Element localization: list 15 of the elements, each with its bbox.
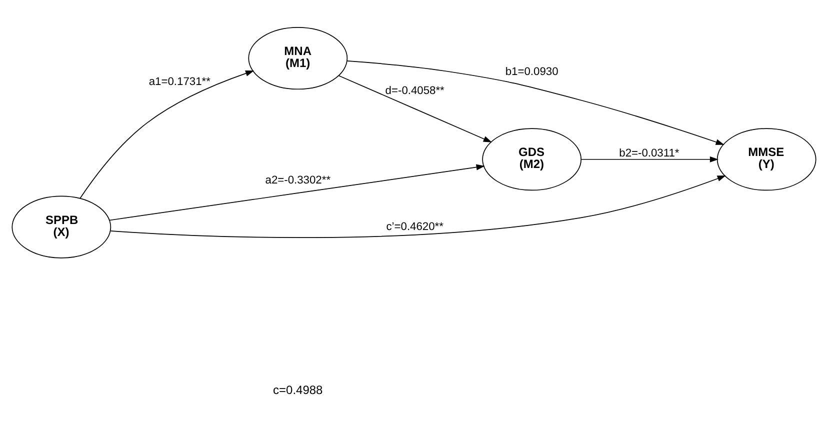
edge-label: a1=0.1731** <box>148 76 210 88</box>
label: c=0.4988 <box>273 382 323 397</box>
edge-label: b2=-0.0311* <box>619 147 680 160</box>
edge-label: c’=0.4620** <box>386 220 444 233</box>
node-ellipse: MNA (M1) <box>248 27 348 90</box>
edge-label: b1=0.0930 <box>505 66 558 78</box>
arrow <box>338 75 492 142</box>
node-ellipse: SPPB (X) <box>12 196 112 258</box>
arrow <box>580 156 718 162</box>
edge-label: d=-0.4058** <box>385 84 444 97</box>
arrow <box>346 60 724 145</box>
arrow <box>109 164 485 221</box>
edge-label: a2=-0.3302** <box>265 174 331 187</box>
arrow <box>110 175 726 238</box>
arrow <box>80 70 254 199</box>
